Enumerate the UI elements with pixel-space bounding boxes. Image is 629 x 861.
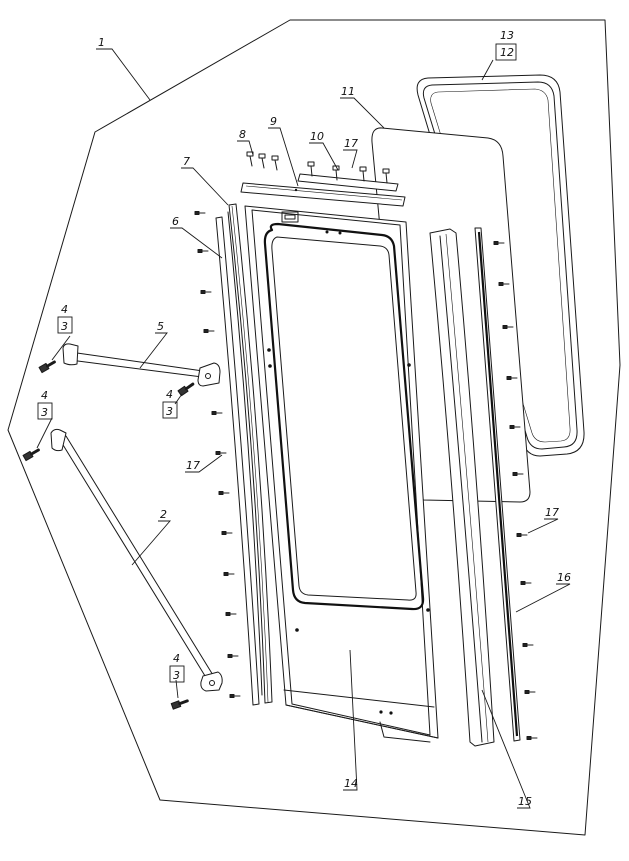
screw-icon (509, 425, 515, 429)
right-strip (474, 227, 521, 742)
callout-3: 3 (41, 406, 48, 419)
screw-icon (506, 376, 512, 380)
callout-4: 4 (173, 652, 180, 665)
callout-5: 5 (157, 320, 164, 333)
callout-10: 10 (310, 130, 324, 143)
callout-1: 1 (98, 36, 105, 49)
label-frames (37, 43, 517, 683)
screw-icon (194, 211, 200, 215)
callout-17: 17 (186, 459, 200, 472)
callout-14: 14 (344, 777, 358, 790)
screw-icon (218, 491, 224, 495)
handrail-lower (50, 428, 223, 692)
screw-icon (229, 694, 235, 698)
callout-6: 6 (172, 215, 179, 228)
screw-icon (502, 325, 508, 329)
callout-13: 13 (500, 29, 514, 42)
left-screws (194, 211, 241, 698)
screw-icon (203, 329, 209, 333)
callout-3: 3 (166, 405, 173, 418)
screw-icon (498, 282, 504, 286)
callout-labels: 1 2 4 3 4 3 4 3 4 3 5 6 7 8 9 10 11 12 1… (41, 29, 571, 808)
callout-12: 12 (500, 46, 514, 59)
screw-icon (520, 581, 526, 585)
screw-icon (522, 643, 528, 647)
screw-icon (211, 411, 217, 415)
callout-4: 4 (61, 303, 68, 316)
screw-icon (197, 249, 203, 253)
screw-icon (526, 736, 532, 740)
screw-icon (225, 612, 231, 616)
callout-11: 11 (341, 85, 355, 98)
screw-icon (516, 533, 522, 537)
screw-icon (223, 572, 229, 576)
screw-icon (221, 531, 227, 535)
left-seal-strips (215, 203, 273, 706)
screw-icon (493, 241, 499, 245)
callout-8: 8 (239, 128, 246, 141)
window-frame-seal (416, 74, 585, 457)
label-underlines (96, 48, 570, 809)
callout-17: 17 (545, 506, 559, 519)
screw-icon (200, 290, 206, 294)
screw-icon (524, 690, 530, 694)
assembly-boundary (7, 19, 621, 836)
bolts (22, 360, 195, 710)
screw-icon (227, 654, 233, 658)
callout-4: 4 (41, 389, 48, 402)
callout-3: 3 (61, 320, 68, 333)
handrail-upper (62, 343, 221, 387)
callout-15: 15 (518, 795, 532, 808)
callout-17: 17 (344, 137, 358, 150)
screw-icon (215, 451, 221, 455)
callout-9: 9 (270, 115, 277, 128)
right-screws (493, 241, 538, 740)
callout-16: 16 (557, 571, 571, 584)
callout-3: 3 (173, 669, 180, 682)
callout-2: 2 (160, 508, 167, 521)
top-strip (240, 173, 406, 207)
screw-icon (512, 472, 518, 476)
door-panel (244, 205, 439, 743)
callout-4: 4 (166, 388, 173, 401)
right-seal (429, 228, 495, 747)
callout-7: 7 (183, 155, 190, 168)
